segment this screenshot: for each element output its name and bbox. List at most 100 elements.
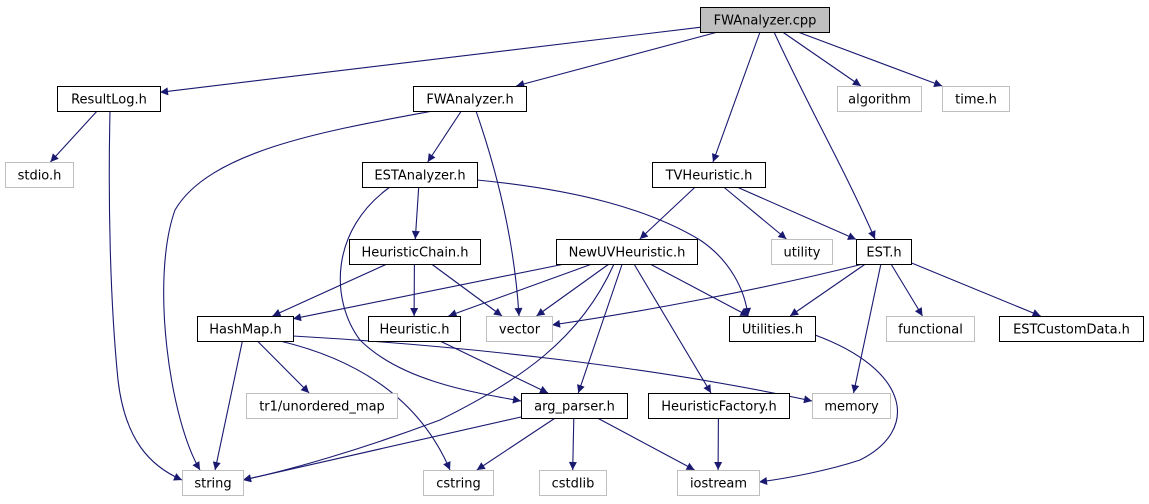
node-label: algorithm <box>848 93 911 108</box>
edge-newuvheuristic_h-to-utilities_h <box>649 263 749 317</box>
node-label: FWAnalyzer.h <box>426 93 513 108</box>
node-tr1-unordered-map[interactable]: tr1/unordered_map <box>246 393 398 419</box>
node-box <box>5 162 74 188</box>
node-box <box>812 393 891 419</box>
node-fwanalyzer-h[interactable]: FWAnalyzer.h <box>413 86 527 112</box>
edge-arg_parser_h-to-cstring <box>476 417 556 471</box>
node-box <box>837 86 922 112</box>
node-label: HeuristicFactory.h <box>661 400 777 415</box>
node-box <box>57 86 161 112</box>
node-cstdlib[interactable]: cstdlib <box>539 470 607 496</box>
node-stdio-h[interactable]: stdio.h <box>5 162 74 188</box>
edge-estanalyzer_h-to-heuristicchain_h <box>411 186 420 240</box>
edge-arg_parser_h-to-iostream <box>597 417 695 471</box>
node-newuvheuristic-h[interactable]: NewUVHeuristic.h <box>556 239 698 265</box>
node-heuristicfactory-h[interactable]: HeuristicFactory.h <box>648 393 790 419</box>
node-utility[interactable]: utility <box>771 239 833 265</box>
node-string[interactable]: string <box>182 470 244 496</box>
edge-estanalyzer_h-to-arg_parser_h <box>339 186 522 404</box>
node-box <box>246 393 398 419</box>
edge-hashmap_h-to-memory <box>292 335 813 404</box>
node-box <box>942 86 1010 112</box>
node-label: time.h <box>955 93 997 108</box>
edge-est_h-to-utilities_h <box>789 263 866 317</box>
edge-fwanalyzer_cpp-to-fwanalyzer_h <box>516 31 718 88</box>
edge-estanalyzer_h-to-utilities_h <box>476 179 752 317</box>
edge-resultlog_h-to-string <box>108 110 183 481</box>
node-utilities-h[interactable]: Utilities.h <box>729 316 816 342</box>
edge-est_h-to-estcustomdata_h <box>910 262 1041 317</box>
node-heuristic-h[interactable]: Heuristic.h <box>368 316 461 342</box>
node-box <box>886 316 975 342</box>
edge-tvheuristic_h-to-utility <box>723 186 787 240</box>
node-box <box>556 239 698 265</box>
node-box <box>700 7 830 33</box>
node-label: string <box>194 477 231 492</box>
edge-fwanalyzer_h-to-vector <box>475 110 523 317</box>
edge-heuristicchain_h-to-vector <box>431 263 503 317</box>
node-label: iostream <box>690 477 747 492</box>
edge-hashmap_h-to-string <box>212 340 243 471</box>
node-label: FWAnalyzer.cpp <box>714 14 817 29</box>
node-resultlog-h[interactable]: ResultLog.h <box>57 86 161 112</box>
node-box <box>368 316 461 342</box>
node-label: memory <box>824 400 879 415</box>
node-label: ESTAnalyzer.h <box>374 169 465 184</box>
node-box <box>197 316 294 342</box>
edge-newuvheuristic_h-to-heuristicfactory_h <box>633 263 712 394</box>
node-hashmap-h[interactable]: HashMap.h <box>197 316 294 342</box>
edge-fwanalyzer_h-to-string <box>163 110 434 471</box>
node-label: tr1/unordered_map <box>259 400 385 415</box>
edge-utilities_h-to-iostream <box>758 334 898 485</box>
node-estanalyzer-h[interactable]: ESTAnalyzer.h <box>362 162 478 188</box>
node-functional[interactable]: functional <box>886 316 975 342</box>
node-cstring[interactable]: cstring <box>423 470 494 496</box>
node-algorithm[interactable]: algorithm <box>837 86 922 112</box>
edge-fwanalyzer_cpp-to-est_h <box>773 31 876 240</box>
edge-fwanalyzer_h-to-estanalyzer_h <box>427 110 462 163</box>
node-label: ESTCustomData.h <box>1013 323 1130 338</box>
node-box <box>486 316 553 342</box>
node-label: cstdlib <box>552 477 595 492</box>
edge-fwanalyzer_cpp-to-algorithm <box>782 31 862 87</box>
node-box <box>677 470 760 496</box>
edge-tvheuristic_h-to-newuvheuristic_h <box>639 186 696 240</box>
node-label: Heuristic.h <box>380 323 450 338</box>
node-label: stdio.h <box>18 169 62 184</box>
edge-est_h-to-memory <box>851 263 882 394</box>
node-est-h[interactable]: EST.h <box>856 239 912 265</box>
edge-tvheuristic_h-to-est_h <box>736 186 857 240</box>
node-tvheuristic-h[interactable]: TVHeuristic.h <box>652 162 766 188</box>
edges-layer <box>49 26 1041 485</box>
node-label: Utilities.h <box>742 323 803 338</box>
node-arg-parser-h[interactable]: arg_parser.h <box>521 393 628 419</box>
edge-hashmap_h-to-cstring <box>279 340 451 471</box>
node-box <box>182 470 244 496</box>
node-estcustomdata-h[interactable]: ESTCustomData.h <box>999 316 1144 342</box>
node-label: ResultLog.h <box>71 93 147 108</box>
node-heuristicchain-h[interactable]: HeuristicChain.h <box>349 239 481 265</box>
node-box <box>999 316 1144 342</box>
node-box <box>652 162 766 188</box>
node-fwanalyzer-cpp[interactable]: FWAnalyzer.cpp <box>700 7 830 33</box>
node-box <box>648 393 790 419</box>
node-label: utility <box>784 246 821 261</box>
node-box <box>423 470 494 496</box>
edge-newuvheuristic_h-to-vector <box>536 263 610 317</box>
node-memory[interactable]: memory <box>812 393 891 419</box>
node-time-h[interactable]: time.h <box>942 86 1010 112</box>
node-vector[interactable]: vector <box>486 316 553 342</box>
edge-est_h-to-vector <box>551 263 864 328</box>
edge-newuvheuristic_h-to-hashmap_h <box>292 263 565 322</box>
edge-newuvheuristic_h-to-heuristic_h <box>448 263 593 318</box>
node-box <box>362 162 478 188</box>
edge-fwanalyzer_cpp-to-tvheuristic_h <box>711 31 761 163</box>
node-iostream[interactable]: iostream <box>677 470 760 496</box>
node-label: EST.h <box>866 246 901 261</box>
edge-arg_parser_h-to-string <box>242 416 522 483</box>
edge-fwanalyzer_cpp-to-resultlog_h <box>159 26 701 96</box>
node-box <box>349 239 481 265</box>
edge-heuristic_h-to-arg_parser_h <box>439 340 549 394</box>
